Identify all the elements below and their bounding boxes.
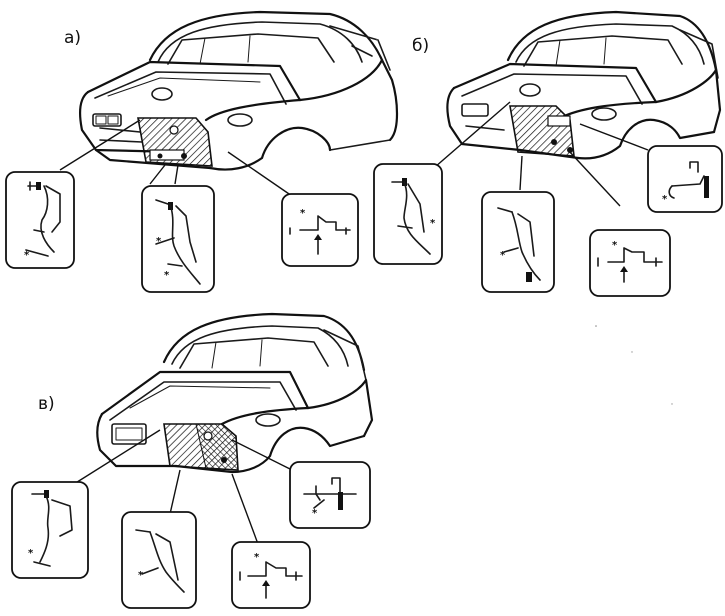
callout-a-middle: * * (141, 185, 215, 293)
weld-mark-10: * (254, 552, 260, 563)
weld-mark-5: * (500, 250, 506, 261)
car-rear-view-a (78, 10, 399, 171)
weld-mark-8: * (28, 548, 34, 559)
weld-mark-3: * (300, 208, 306, 219)
panel-label-a: а) (64, 28, 82, 48)
weld-mark-6: * (612, 240, 618, 251)
weld-mark-11: * (312, 508, 318, 519)
callout-b-bottom-right: * (589, 229, 671, 297)
callout-v-left: * (11, 481, 89, 579)
callout-v-top-right: * (289, 461, 371, 529)
weld-mark-0: * (24, 250, 30, 261)
weld-mark-1: * (156, 236, 162, 247)
weld-mark-4: * (430, 218, 436, 229)
callout-b-left: * (373, 163, 443, 265)
weld-mark-2: * (164, 270, 170, 281)
callout-b-middle: * (481, 191, 555, 293)
panel-label-v: в) (38, 394, 55, 414)
callout-b-top-right: * (647, 145, 723, 213)
weld-mark-7: * (662, 194, 668, 205)
weld-mark-9: * (138, 570, 144, 581)
callout-v-bottom-right: * (231, 541, 311, 609)
panel-label-b: б) (412, 36, 430, 56)
callout-a-right: * (281, 193, 359, 267)
car-rear-view-b (446, 10, 722, 160)
car-rear-view-v (96, 312, 374, 474)
callout-v-middle: * (121, 511, 197, 609)
callout-a-left: * (5, 171, 75, 269)
